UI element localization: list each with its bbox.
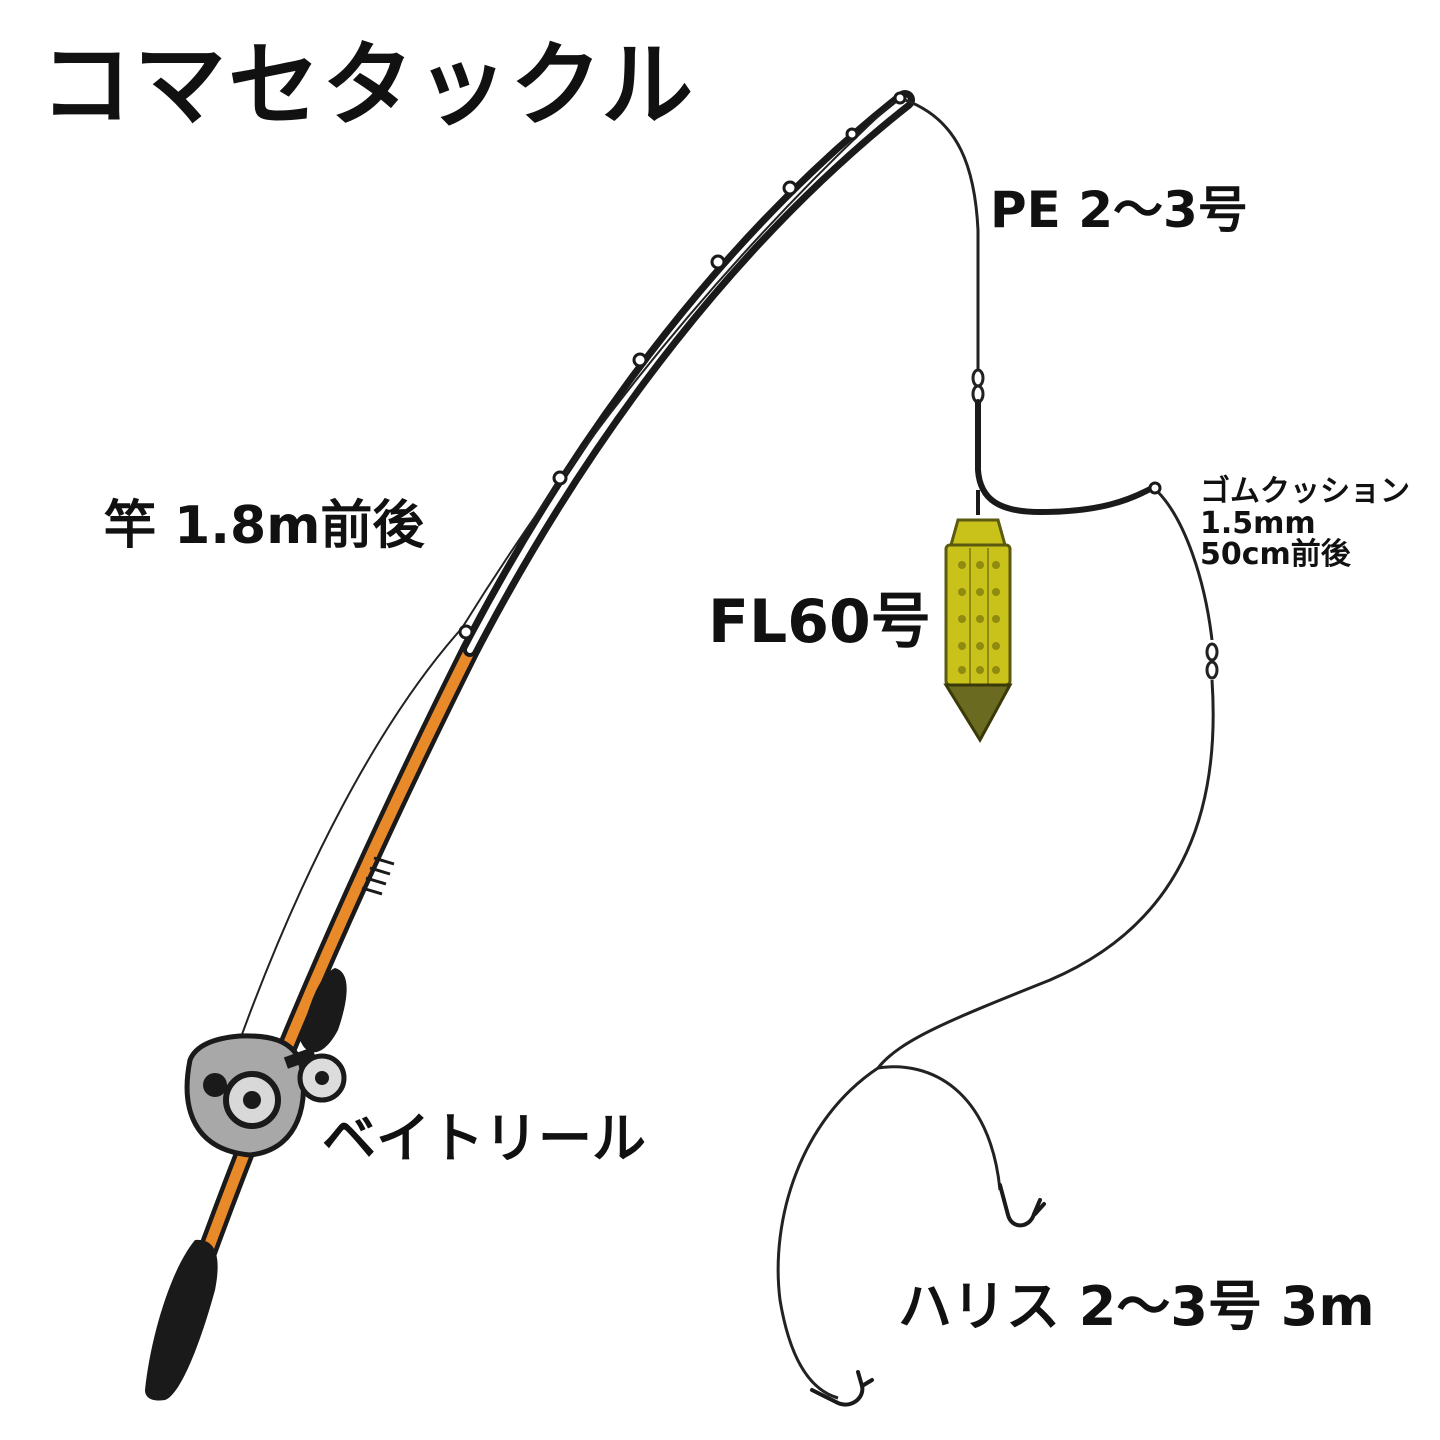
main-line-label: PE 2〜3号 [990,181,1248,239]
cushion-line [1156,490,1214,641]
rod-guide [845,127,859,141]
rod-line [231,95,901,1063]
branch-line [877,1065,1002,1191]
reel-spool-center [243,1091,261,1109]
leader-label: ハリス 2〜3号 3m [898,1275,1375,1338]
rod-tip-section [463,93,912,657]
swivel-icon [1205,642,1219,680]
fish-hook-icon [998,1183,1046,1228]
fishing-rod-icon [145,90,915,1401]
main-line [904,98,980,370]
rod-tip-inner [467,97,908,653]
rod-guide [782,180,798,196]
sinker-cap [949,518,1007,547]
cushion-length: 50cm前後 [1200,537,1351,572]
rod-guide [552,470,568,486]
rod-blank [154,94,911,1391]
tenbin-ring [1148,481,1162,495]
reel-handle-arm [283,1047,317,1069]
rod-blank-outline [150,90,915,1395]
cushion-label: ゴムクッション 1.5mm 50cm前後 [1200,476,1410,571]
fish-hook-icon [810,1370,874,1407]
reel-handle-center [315,1071,329,1085]
page-title: コマセタックル [40,32,696,139]
rod-guide [710,254,726,270]
reel-side-knob [203,1073,227,1097]
rod-wrap-marks [361,856,395,896]
swivel-icon [971,368,985,404]
cushion-diameter: 1.5mm [1200,505,1316,541]
cushion-name: ゴムクッション [1200,474,1410,509]
rod-guides [458,91,907,640]
tenbin-arm [975,399,1155,516]
rod-guide [893,91,907,105]
sinker-label: FL60号 [708,587,931,657]
baitcasting-reel-icon [184,1033,347,1158]
rod-label: 竿 1.8m前後 [104,496,425,556]
rod-fore-grip [300,968,347,1053]
leader-line [776,679,1215,1400]
reel-label: ベイトリール [322,1107,646,1170]
sinker-holes [958,561,1000,674]
rod-guide [632,352,648,368]
rod-rear-grip [145,1239,218,1401]
sinker-weight-cone [943,683,1013,743]
rod-guide [458,624,474,640]
comase-sinker-basket-icon [943,518,1013,743]
